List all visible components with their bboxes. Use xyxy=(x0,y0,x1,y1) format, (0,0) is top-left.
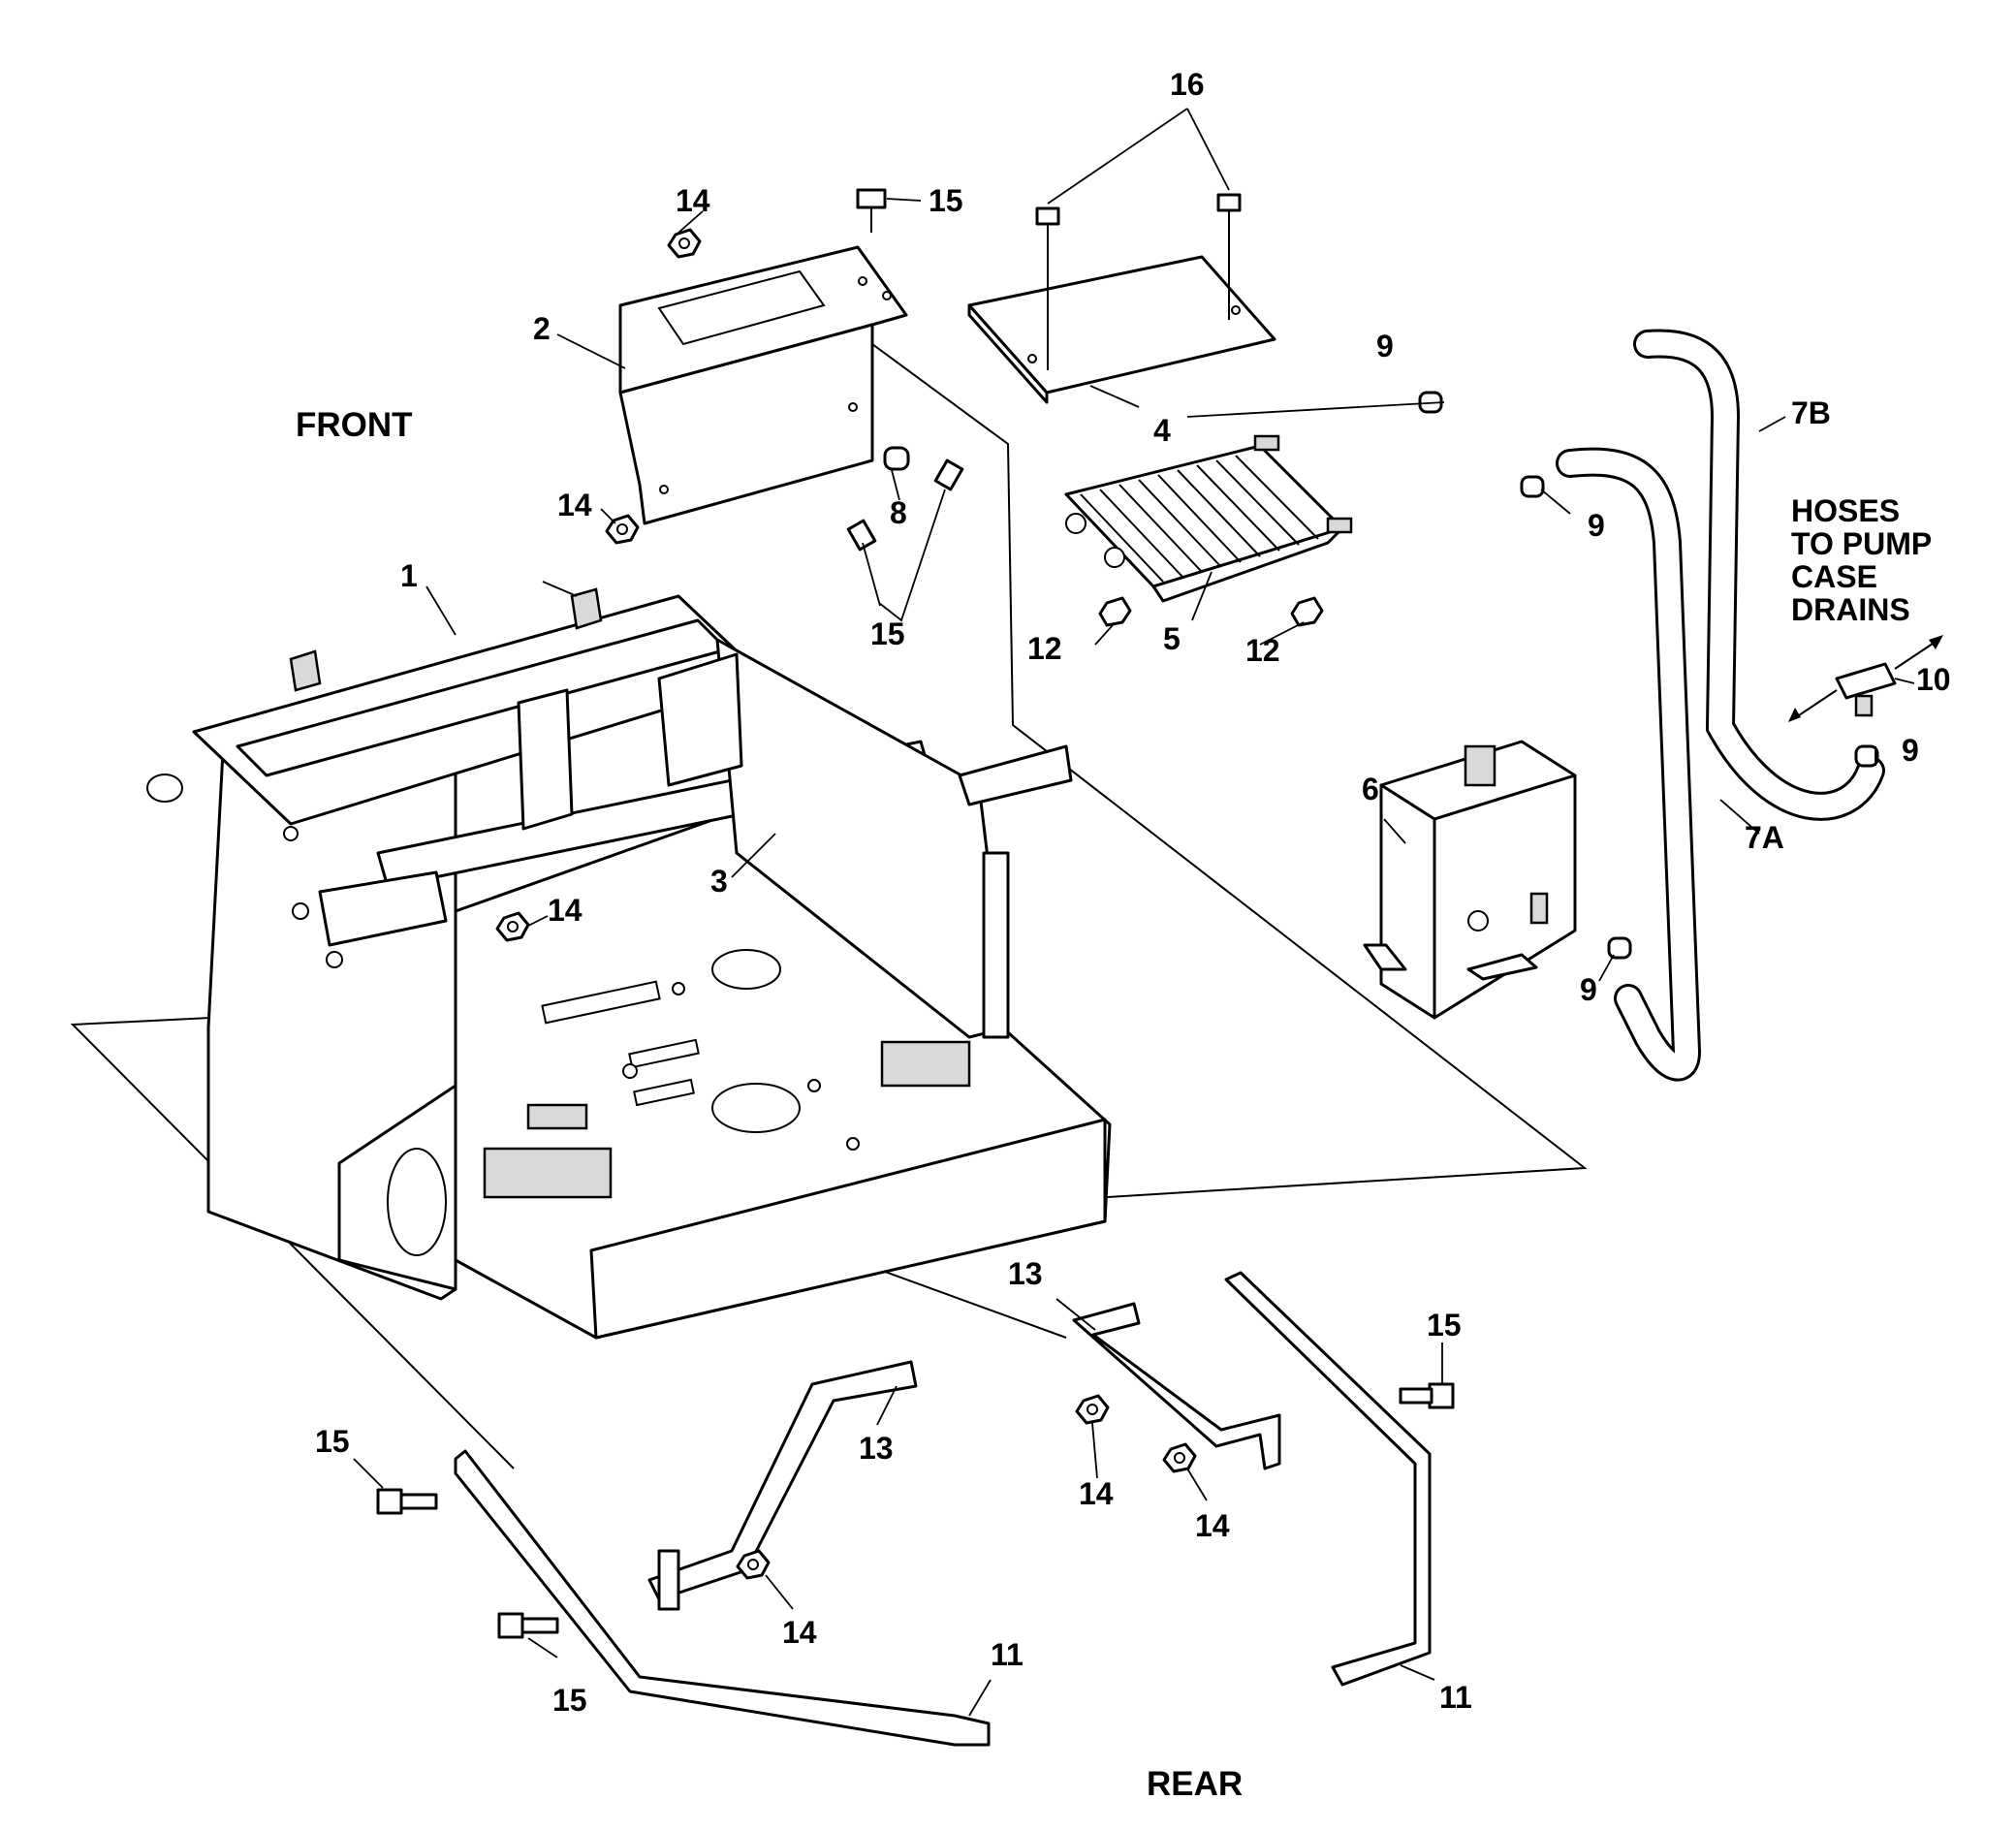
callout-12-a: 12 xyxy=(1027,631,1062,666)
bracket-13-right xyxy=(1072,1302,1281,1470)
callout-13-a: 13 xyxy=(1008,1256,1043,1291)
bolt-15-mid-a xyxy=(846,519,877,552)
callout-9-d: 9 xyxy=(1902,733,1919,768)
hose-7a xyxy=(1556,447,1702,1082)
clamp-8 xyxy=(883,446,910,471)
clamp-9-b xyxy=(1520,475,1545,498)
callout-3: 3 xyxy=(710,864,728,899)
callout-7b: 7B xyxy=(1791,395,1831,430)
callout-7a: 7A xyxy=(1745,820,1784,855)
reservoir-tank xyxy=(1363,740,1577,1020)
nut-14-c xyxy=(495,911,530,942)
main-frame xyxy=(146,587,1112,1340)
callout-1: 1 xyxy=(400,558,418,593)
bolt-15-top xyxy=(856,188,887,233)
bolt-15-lower-right xyxy=(1399,1382,1455,1409)
rear-label: REAR xyxy=(1147,1765,1243,1803)
leader-lines xyxy=(353,108,1915,1717)
callout-6: 6 xyxy=(1362,772,1379,806)
callout-14-d: 14 xyxy=(782,1615,817,1650)
nut-14-a xyxy=(667,228,702,259)
callout-14-f: 14 xyxy=(1195,1508,1230,1543)
hoses-note-line-4: DRAINS xyxy=(1791,592,1910,627)
cooler-fins xyxy=(1080,455,1319,583)
nut-14-e xyxy=(1075,1394,1110,1425)
callout-11-a: 11 xyxy=(991,1637,1024,1672)
callout-11-b: 11 xyxy=(1439,1680,1472,1715)
bracket-13-left xyxy=(647,1360,918,1611)
clamp-9-d xyxy=(1854,744,1879,768)
callout-13-b: 13 xyxy=(859,1431,894,1466)
callout-8: 8 xyxy=(890,495,907,530)
callout-14-e: 14 xyxy=(1079,1476,1114,1511)
front-label: FRONT xyxy=(296,406,413,444)
callout-5: 5 xyxy=(1163,621,1181,656)
callout-10: 10 xyxy=(1916,662,1951,697)
tee-fitting xyxy=(1788,635,1943,722)
callout-15-d: 15 xyxy=(552,1683,587,1718)
callout-9-a: 9 xyxy=(1376,329,1394,363)
hoses-note-line-3: CASE xyxy=(1791,559,1877,594)
nut-12-a xyxy=(1098,596,1132,627)
hose-7b xyxy=(1633,329,1885,821)
bolt-15-lower-mid xyxy=(497,1612,559,1639)
callout-15-c: 15 xyxy=(315,1424,350,1459)
bolt-16-left xyxy=(1035,206,1060,370)
hoses-note-line-1: HOSES xyxy=(1791,493,1900,528)
callout-9-c: 9 xyxy=(1580,972,1597,1007)
callout-2: 2 xyxy=(533,311,551,346)
bolt-15-mid-b xyxy=(933,458,964,491)
nut-12-b xyxy=(1290,596,1324,627)
callout-15-b: 15 xyxy=(870,616,905,651)
cooler-top-plate xyxy=(967,255,1276,404)
callout-15-e: 15 xyxy=(1427,1308,1462,1342)
callout-15-a: 15 xyxy=(929,183,963,218)
clamp-9-c xyxy=(1607,936,1632,960)
bolt-16-right xyxy=(1216,193,1242,320)
callout-14-c: 14 xyxy=(548,893,583,928)
callout-4: 4 xyxy=(1153,413,1171,448)
hoses-note-line-2: TO PUMP xyxy=(1791,526,1932,561)
bolt-15-lower-left xyxy=(376,1488,438,1515)
strap-11-right xyxy=(1224,1271,1432,1687)
text-labels: FRONT REAR HOSES TO PUMP CASE DRAINS 1 2… xyxy=(296,67,1951,1803)
callout-12-b: 12 xyxy=(1245,633,1280,668)
callout-14-a: 14 xyxy=(676,183,710,218)
callout-16: 16 xyxy=(1170,67,1205,102)
callout-14-b: 14 xyxy=(557,488,592,522)
callout-9-b: 9 xyxy=(1588,508,1605,543)
mount-bracket xyxy=(618,245,908,525)
nut-14-d xyxy=(736,1549,771,1580)
strap-11-left xyxy=(454,1449,991,1747)
oil-cooler xyxy=(1064,434,1353,603)
nut-14-f xyxy=(1162,1442,1197,1473)
